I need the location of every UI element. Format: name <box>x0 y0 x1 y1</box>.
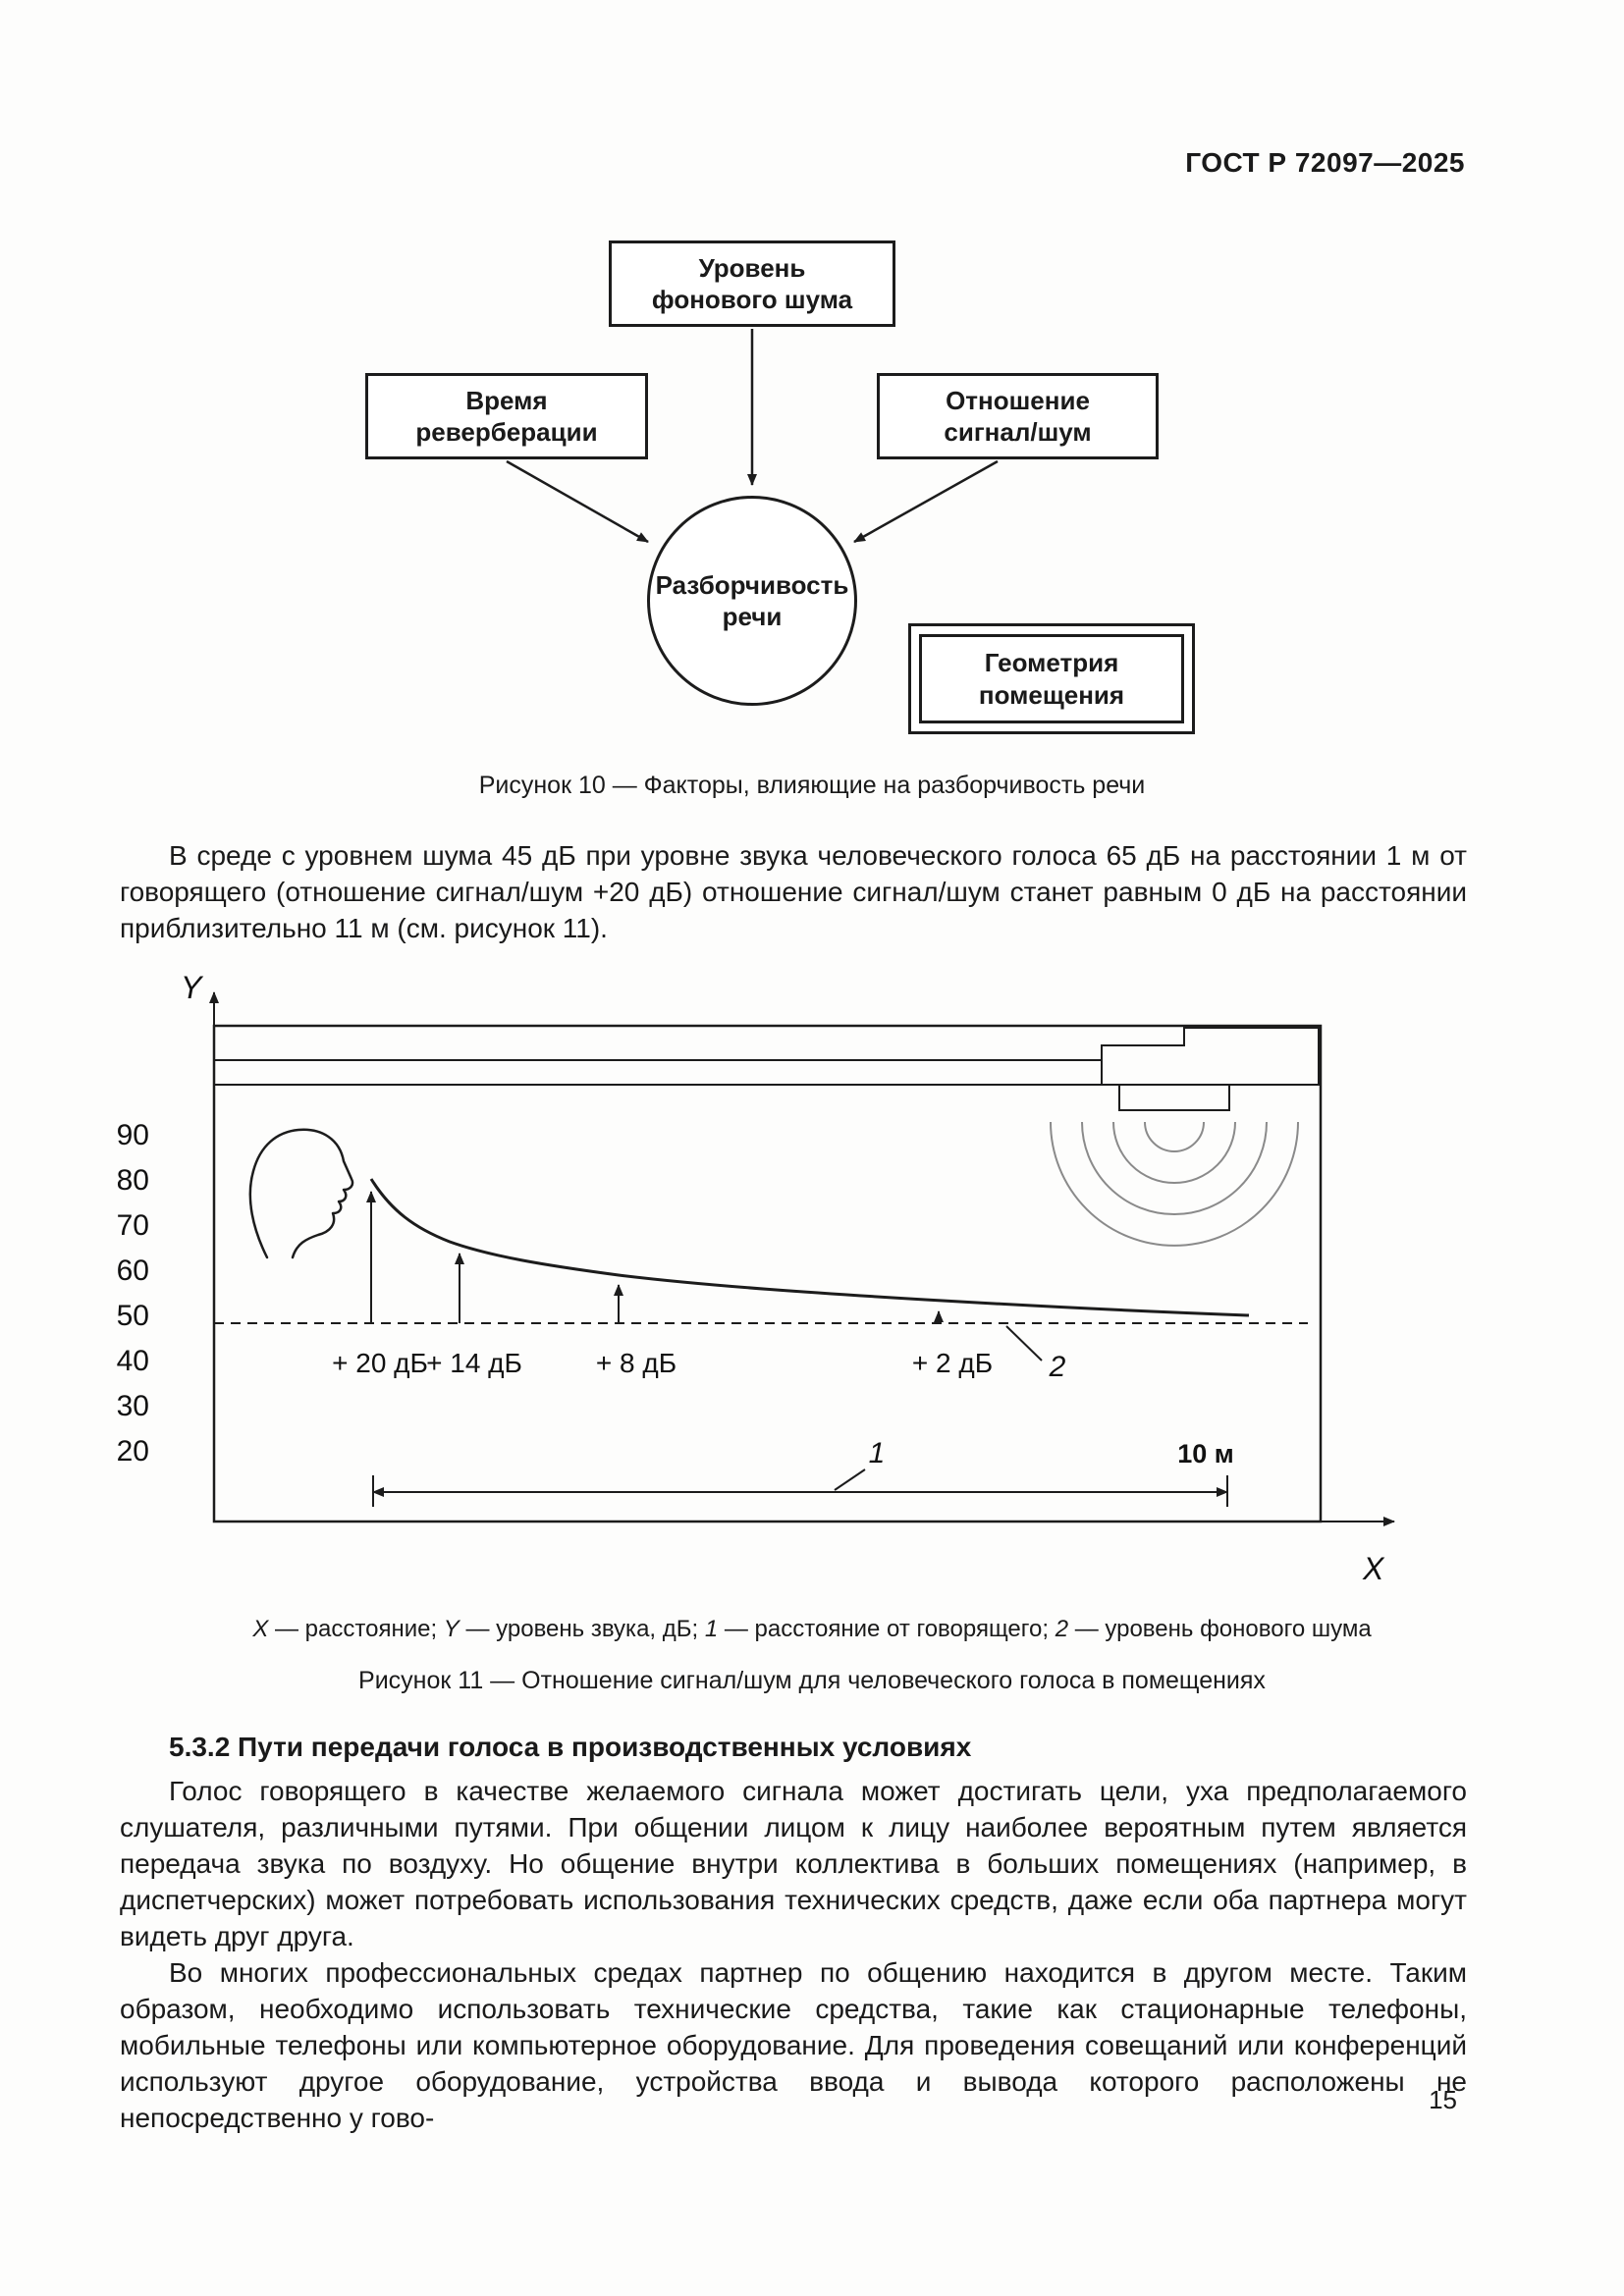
body-paragraph-1: Голос говорящего в качестве желаемого си… <box>120 1776 1467 1951</box>
figure11-caption: Рисунок 11 — Отношение сигнал/шум для че… <box>358 1667 1266 1694</box>
page-number: 15 <box>1429 2085 1457 2114</box>
talker-head-icon <box>248 1128 354 1259</box>
node-speech-intelligibility: Разборчивость речи <box>647 496 857 706</box>
callout-1: 1 <box>869 1437 886 1469</box>
intro-paragraph-block: В среде с уровнем шума 45 дБ при уровне … <box>120 837 1467 946</box>
body-text-block: Голос говорящего в качестве желаемого си… <box>120 1773 1467 2136</box>
room-outline <box>212 1024 1323 1523</box>
snr-label-8db: + 8 дБ <box>596 1348 677 1378</box>
figure11-chart: Y 90 80 70 60 50 40 30 20 <box>98 967 1434 1610</box>
intro-paragraph: В среде с уровнем шума 45 дБ при уровне … <box>120 840 1467 943</box>
x-axis-label: X <box>1362 1551 1385 1586</box>
figure11-svg: Y 90 80 70 60 50 40 30 20 <box>117 970 1395 1586</box>
y-tick-70: 70 <box>117 1209 149 1242</box>
y-tick-40: 40 <box>117 1345 149 1377</box>
y-tick-50: 50 <box>117 1300 149 1332</box>
distance-10m-label: 10 м <box>1177 1439 1234 1468</box>
arrow-snr-to-intelligibility <box>853 459 999 544</box>
node-room-geometry: Геометрия помещения <box>908 623 1195 734</box>
legend-2-symbol: 2 <box>1055 1616 1069 1642</box>
legend-1-symbol: 1 <box>704 1616 719 1642</box>
y-axis-label: Y <box>181 970 204 1005</box>
arrow-reverberation-to-intelligibility <box>506 459 649 544</box>
legend-2-text: — уровень фонового шума <box>1068 1616 1372 1642</box>
loudspeaker-housing <box>1101 1027 1320 1086</box>
node-signal-noise-ratio: Отношение сигнал/шум <box>877 373 1159 459</box>
figure11-legend: X — расстояние; Y — уровень звука, дБ; 1… <box>0 1616 1624 1643</box>
y-tick-60: 60 <box>117 1255 149 1287</box>
legend-x-text: — расстояние; <box>268 1616 444 1642</box>
y-tick-90: 90 <box>117 1119 149 1151</box>
section-heading: 5.3.2 Пути передачи голоса в производств… <box>169 1732 972 1762</box>
figure10-diagram: Уровень фонового шума Время реверберации… <box>0 224 1624 771</box>
callout-2: 2 <box>1049 1351 1066 1383</box>
node-reverberation-time: Время реверберации <box>365 373 648 459</box>
legend-1-text: — расстояние от говорящего; <box>718 1616 1056 1642</box>
legend-x-symbol: X <box>252 1616 269 1642</box>
snr-label-2db: + 2 дБ <box>912 1348 993 1378</box>
snr-label-20db: + 20 дБ <box>332 1348 428 1378</box>
figure10-caption: Рисунок 10 — Факторы, влияющие на разбор… <box>478 772 1146 799</box>
body-paragraph-2: Во многих профессиональных средах партне… <box>120 1957 1467 2133</box>
document-code-header: ГОСТ Р 72097—2025 <box>1185 147 1465 178</box>
sound-waves-icon <box>1050 1121 1299 1247</box>
y-tick-80: 80 <box>117 1164 149 1197</box>
loudspeaker-icon <box>1118 1084 1230 1111</box>
snr-label-14db: + 14 дБ <box>426 1348 522 1378</box>
legend-y-symbol: Y <box>443 1616 460 1642</box>
legend-y-text: — уровень звука, дБ; <box>459 1616 705 1642</box>
node-room-geometry-label: Геометрия помещения <box>919 634 1184 723</box>
node-background-noise-level: Уровень фонового шума <box>609 240 895 327</box>
figure10-arrows <box>506 329 999 544</box>
callout-2-leader <box>1005 1325 1043 1362</box>
y-tick-30: 30 <box>117 1390 149 1422</box>
y-tick-20: 20 <box>117 1435 149 1468</box>
callout-1-leader <box>834 1468 866 1491</box>
voice-level-curve <box>369 1178 1250 1317</box>
